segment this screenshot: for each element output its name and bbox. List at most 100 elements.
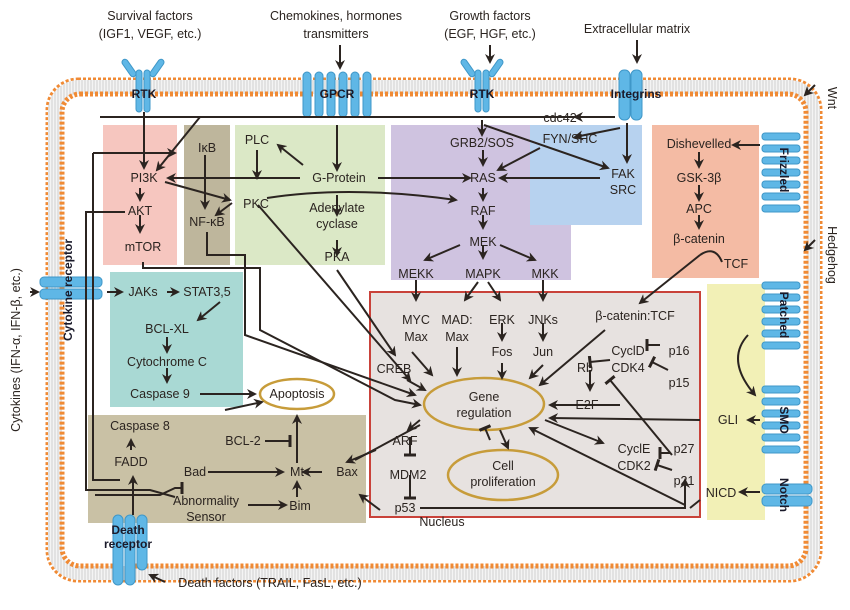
death-receptor-label-2: receptor	[104, 537, 152, 551]
node-mkk: MKK	[531, 267, 559, 281]
fak-box	[530, 125, 642, 225]
integrins-receptor	[618, 69, 643, 121]
survival-factors-label: Survival factors	[107, 9, 192, 23]
node-adenylate: Adenylate	[309, 201, 365, 215]
node-raf: RAF	[471, 204, 496, 218]
node-abnormality: Abnormality	[173, 494, 240, 508]
node-fak: FAK	[611, 167, 635, 181]
node-dishevelled: Dishevelled	[667, 137, 732, 151]
node-jaks: JAKs	[128, 285, 157, 299]
node-cytochrome-c: Cytochrome C	[127, 355, 207, 369]
apoptosis-oval	[258, 377, 336, 411]
hedgehog-label: Hedgehog	[825, 226, 839, 284]
node-bcatenin-tcf: β-catenin:TCF	[595, 309, 675, 323]
node-tcf: TCF	[724, 257, 749, 271]
gene-regulation-oval	[422, 376, 546, 432]
node-arf: ARF	[393, 434, 418, 448]
smo-label: SMO	[777, 406, 791, 433]
node-mad: MAD:	[441, 313, 472, 327]
node-p16: p16	[669, 344, 690, 358]
node-max-1: Max	[404, 330, 428, 344]
node-sensor: Sensor	[186, 510, 226, 524]
rtk-receptor-1	[121, 58, 165, 113]
death-receptor-label-1: Death	[111, 523, 144, 537]
notch-label: Notch	[777, 478, 791, 512]
chemokines-label-2: transmitters	[303, 27, 368, 41]
node-bad: Bad	[184, 465, 206, 479]
node-mtor: mTOR	[125, 240, 162, 254]
rtk-receptor-2	[460, 58, 504, 113]
node-cdk4: CDK4	[611, 361, 644, 375]
patched-label: Patched	[777, 292, 791, 339]
node-apoptosis: Apoptosis	[270, 387, 325, 401]
cytokines-label: Cytokines (IFN-α, IFN-β, etc.)	[9, 268, 23, 432]
node-fadd: FADD	[114, 455, 147, 469]
node-myc: MYC	[402, 313, 430, 327]
chemokines-label: Chemokines, hormones	[270, 9, 402, 23]
node-pka: PKA	[324, 250, 350, 264]
node-gli: GLI	[718, 413, 738, 427]
node-grb2: GRB2/SOS	[450, 136, 514, 150]
node-cyclase: cyclase	[316, 217, 358, 231]
gpcr-label: GPCR	[320, 87, 355, 101]
node-gsk3b: GSK-3β	[677, 171, 722, 185]
node-jun: Jun	[533, 345, 553, 359]
node-bax: Bax	[336, 465, 358, 479]
node-fynshc: FYN/SHC	[543, 132, 598, 146]
node-apc: APC	[686, 202, 712, 216]
rtk-label-2: RTK	[470, 87, 495, 101]
node-cdk2: CDK2	[617, 459, 650, 473]
node-cdc42: cdc42	[543, 111, 576, 125]
node-akt: AKT	[128, 204, 153, 218]
frizzled-label: Frizzled	[777, 148, 791, 193]
node-p21: p21	[674, 474, 695, 488]
gprotein-box	[235, 125, 385, 265]
hedgehog-box	[707, 284, 765, 520]
node-ras: RAS	[470, 171, 496, 185]
node-pkc: PKC	[243, 197, 269, 211]
nucleus-label: Nucleus	[419, 515, 464, 529]
node-p27: p27	[674, 442, 695, 456]
node-jnks: JNKs	[528, 313, 558, 327]
node-regulation: regulation	[457, 406, 512, 420]
wnt-label: Wnt	[825, 87, 839, 110]
node-nicd: NICD	[706, 486, 737, 500]
integrins-label: Integrins	[611, 87, 662, 101]
node-mekk: MEKK	[398, 267, 434, 281]
gpcr-receptor	[302, 71, 372, 118]
patched-receptor	[761, 281, 801, 350]
node-fos: Fos	[492, 345, 513, 359]
pathway-arrows	[30, 40, 816, 583]
node-ikb: IκB	[198, 141, 216, 155]
cytokine-receptor-label: Cytokine receptor	[61, 239, 75, 341]
node-bim: Bim	[289, 499, 311, 513]
node-caspase8: Caspase 8	[110, 419, 170, 433]
ecm-label: Extracellular matrix	[584, 22, 691, 36]
node-rb: Rb	[577, 361, 593, 375]
notch-receptor	[761, 483, 813, 507]
frizzled-receptor	[761, 132, 801, 213]
node-p53: p53	[395, 501, 416, 515]
node-bclxl: BCL-XL	[145, 322, 189, 336]
node-mdm2: MDM2	[390, 468, 427, 482]
death-box	[88, 415, 366, 523]
node-mek: MEK	[469, 235, 497, 249]
rtk-label-1: RTK	[132, 87, 157, 101]
growth-factors-examples: (EGF, HGF, etc.)	[444, 27, 536, 41]
node-mt: Mt	[290, 465, 304, 479]
cell-proliferation-oval	[446, 448, 560, 502]
node-labels: PI3K AKT mTOR IκB NF-κB PLC PKC G-Protei…	[110, 111, 748, 529]
death-factors-label: Death factors (TRAIL, FasL, etc.)	[178, 576, 361, 590]
node-erk: ERK	[489, 313, 515, 327]
node-caspase9: Caspase 9	[130, 387, 190, 401]
node-pi3k: PI3K	[130, 171, 158, 185]
node-e2f: E2F	[576, 398, 599, 412]
node-nfkb: NF-κB	[189, 215, 224, 229]
survival-factors-examples: (IGF1, VEGF, etc.)	[99, 27, 202, 41]
node-stat: STAT3,5	[183, 285, 231, 299]
node-cycld: CyclD	[611, 344, 644, 358]
node-creb: CREB	[377, 362, 412, 376]
node-bcl2: BCL-2	[225, 434, 260, 448]
node-src: SRC	[610, 183, 636, 197]
